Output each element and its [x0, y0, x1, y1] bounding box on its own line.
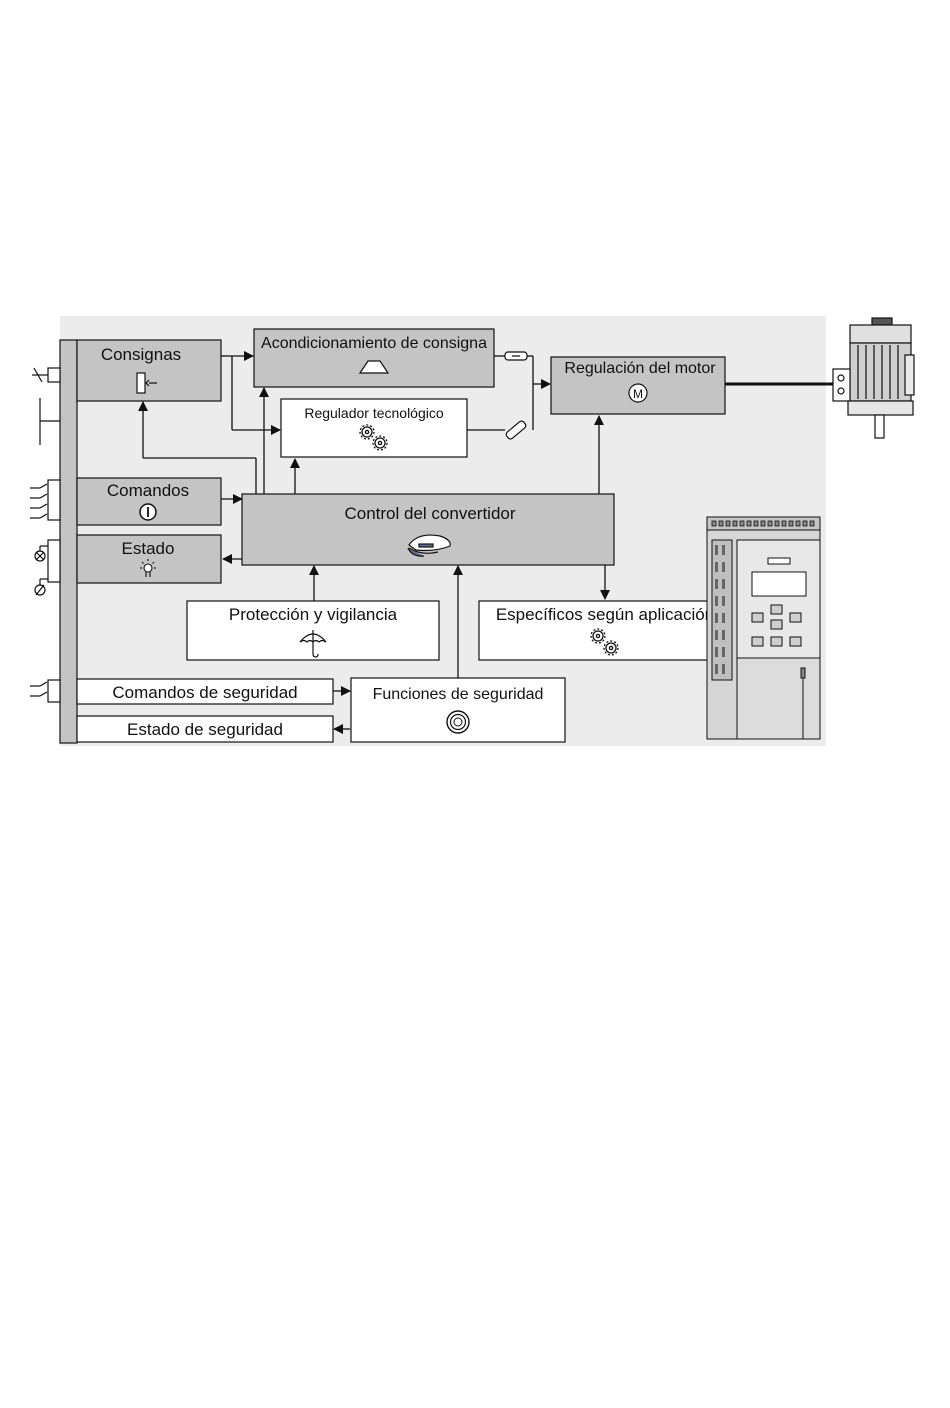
block-comandos-label: Comandos	[107, 481, 189, 500]
block-regulacion-motor: Regulación del motor M	[551, 357, 725, 414]
block-comandos: Comandos	[77, 478, 221, 525]
block-funciones-seguridad: Funciones de seguridad	[351, 678, 565, 742]
electric-motor-icon	[833, 318, 914, 438]
block-proteccion-vigilancia: Protección y vigilancia	[187, 601, 439, 660]
left-io-bus	[60, 340, 77, 743]
block-acondicionamiento-label: Acondicionamiento de consigna	[261, 335, 487, 352]
block-estado-label: Estado	[122, 539, 175, 558]
block-especificos-aplicacion: Específicos según aplicación	[479, 601, 731, 660]
block-regulacion-motor-label: Regulación del motor	[564, 360, 716, 377]
block-regulador-tecnologico: Regulador tecnológico	[281, 399, 467, 457]
block-estado: Estado	[77, 535, 221, 583]
motor-m-icon: M	[629, 384, 647, 402]
block-especificos-label: Específicos según aplicación	[496, 605, 714, 624]
block-proteccion-label: Protección y vigilancia	[229, 605, 398, 624]
block-consignas: Consignas	[77, 340, 221, 401]
block-control-convertidor: Control del convertidor	[242, 494, 614, 565]
input-symbols	[30, 368, 60, 702]
block-regulador-label: Regulador tecnológico	[304, 405, 444, 421]
svg-text:M: M	[633, 387, 643, 401]
block-control-label: Control del convertidor	[344, 504, 515, 523]
block-acondicionamiento: Acondicionamiento de consigna	[254, 329, 494, 387]
frequency-converter-icon	[707, 517, 820, 739]
on-switch-icon	[140, 504, 156, 520]
block-consignas-label: Consignas	[101, 345, 181, 364]
block-comandos-seguridad-label: Comandos de seguridad	[112, 683, 297, 702]
block-estado-seguridad-label: Estado de seguridad	[127, 720, 283, 739]
block-estado-seguridad: Estado de seguridad	[77, 716, 333, 742]
block-comandos-seguridad: Comandos de seguridad	[77, 679, 333, 704]
block-funciones-label: Funciones de seguridad	[373, 686, 544, 703]
